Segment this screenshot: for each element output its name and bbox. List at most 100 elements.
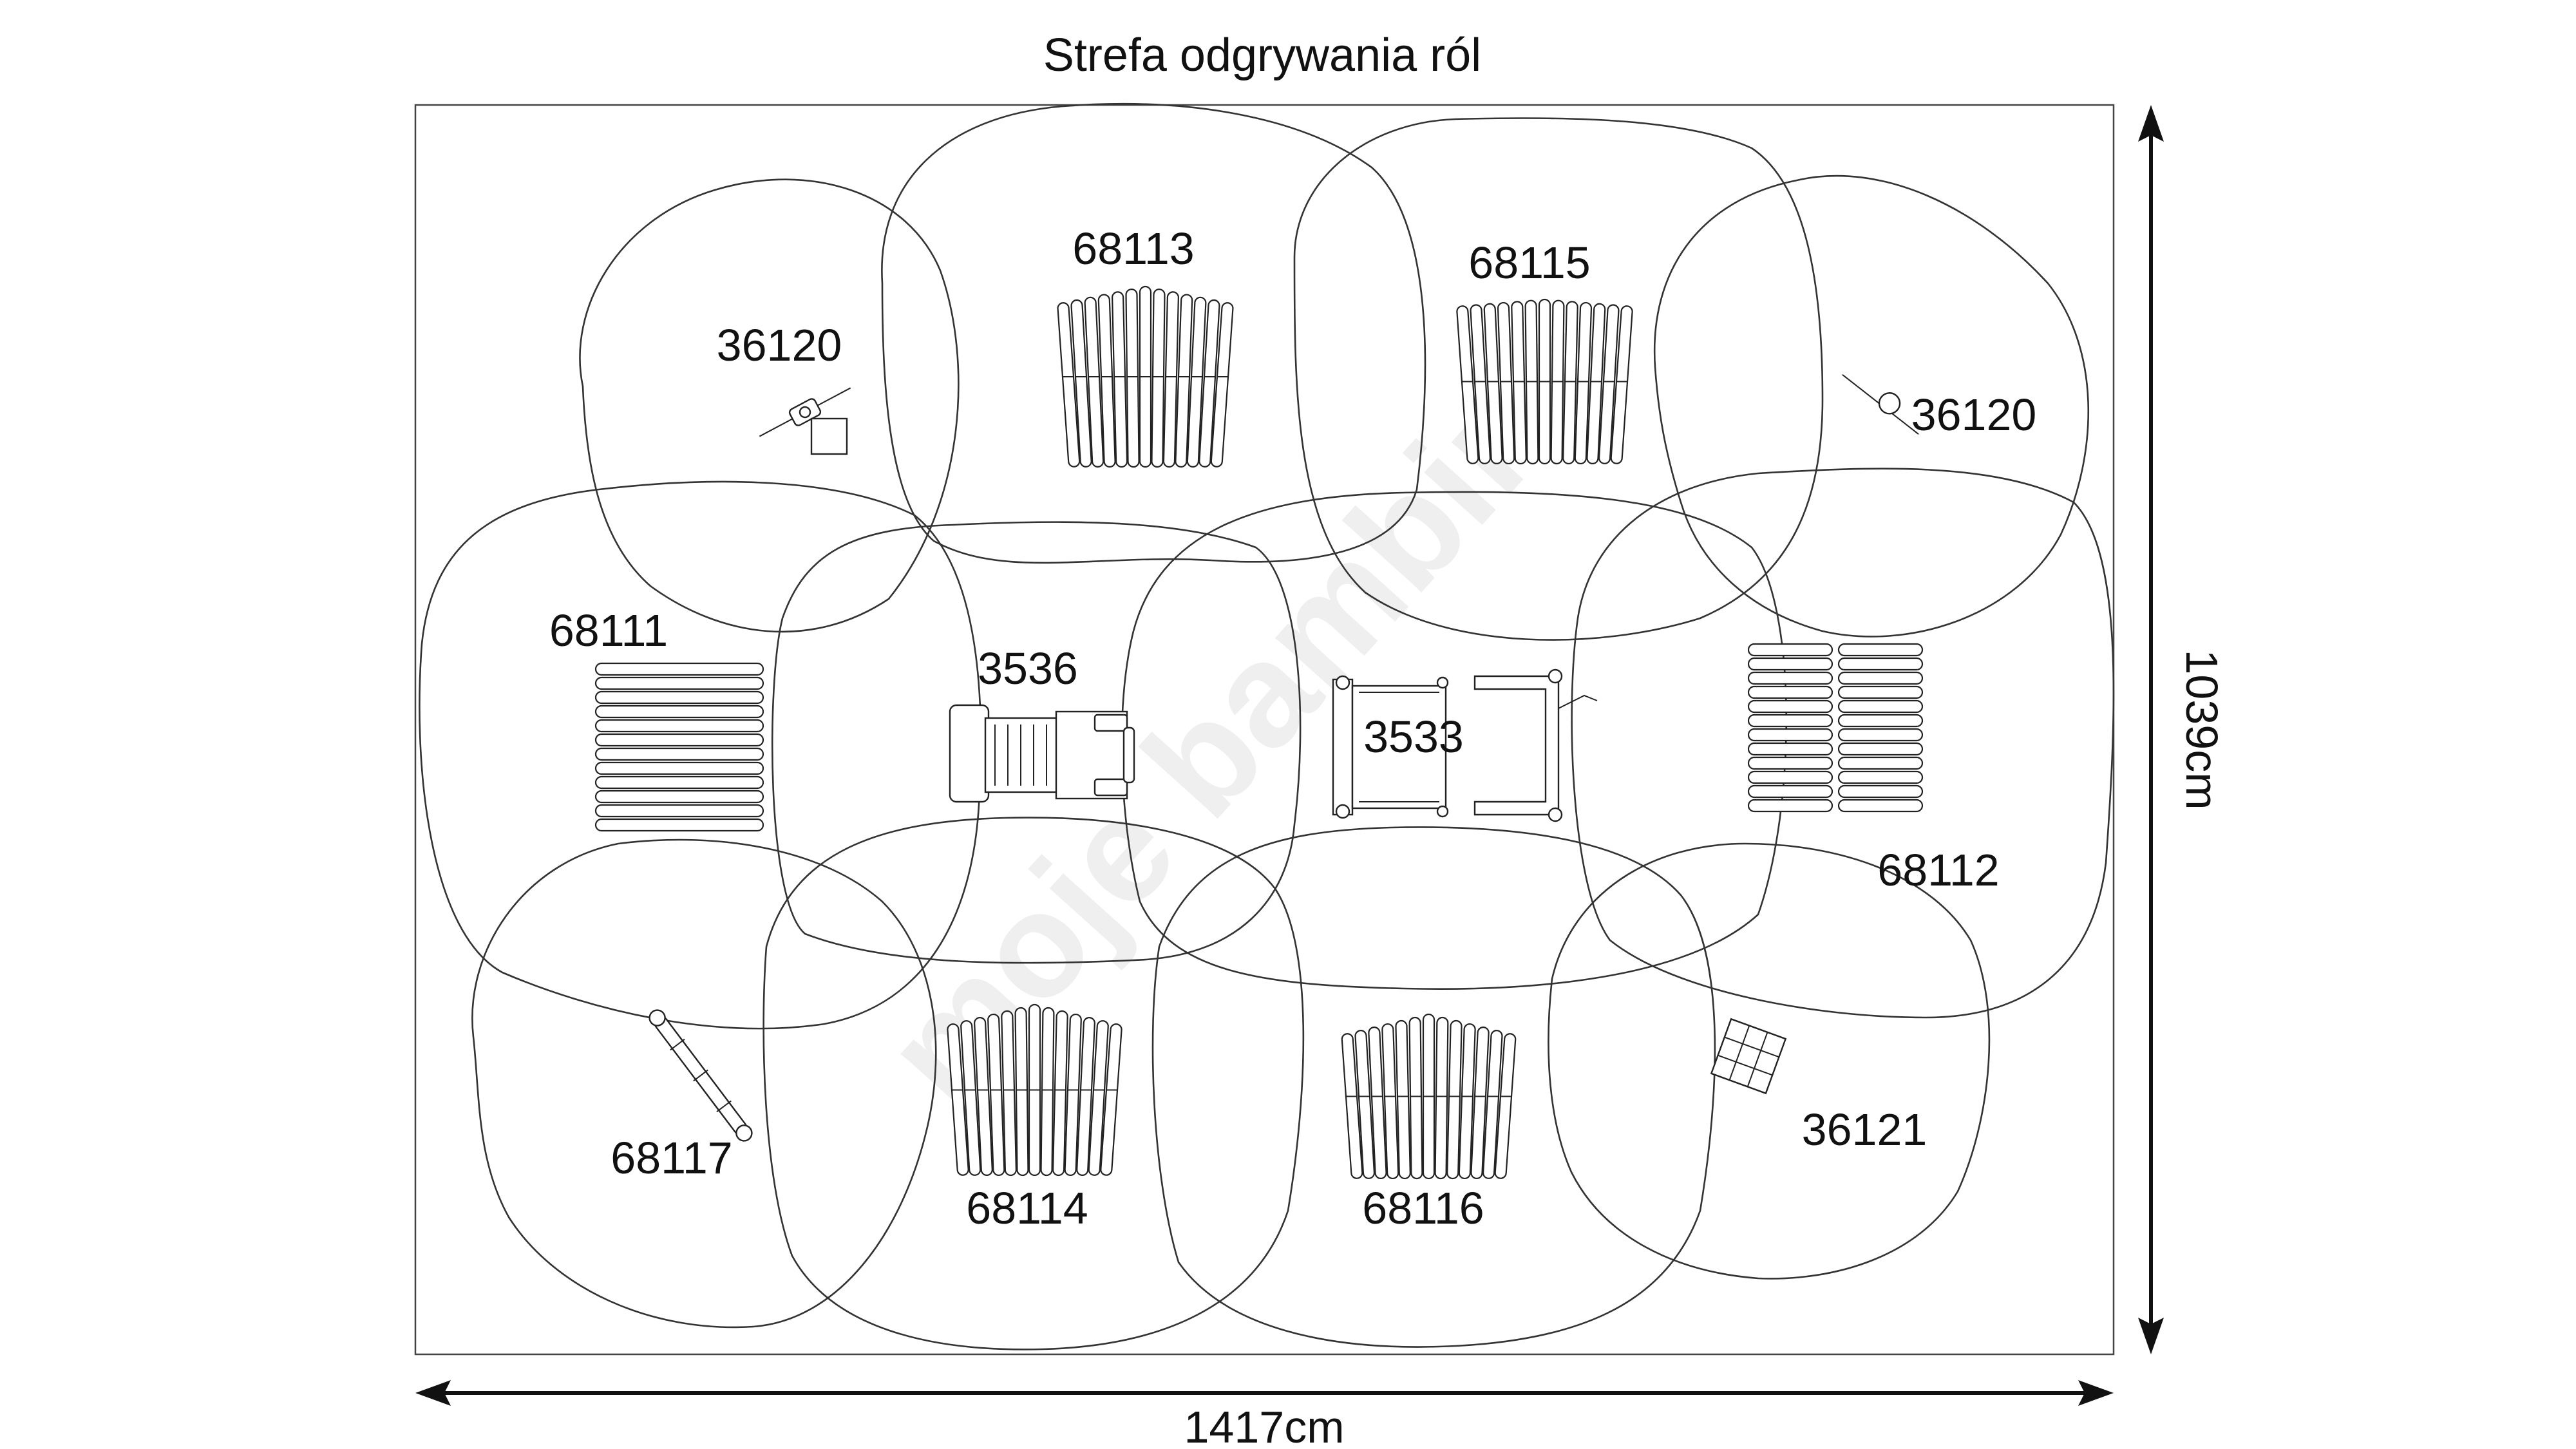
safety-zone-68115 xyxy=(1293,117,1824,641)
plank xyxy=(1511,301,1527,465)
plank xyxy=(594,761,764,775)
safety-zone-68117 xyxy=(471,838,937,1329)
label-68116: 68116 xyxy=(1362,1183,1484,1233)
plank xyxy=(1837,657,1924,671)
plank xyxy=(1175,294,1193,468)
safety-zone-68116 xyxy=(1151,826,1716,1348)
plank xyxy=(1574,301,1593,465)
equipment-68114 xyxy=(947,1003,1122,1177)
height-dimension-arrow xyxy=(2138,105,2164,1354)
equipment-3533 xyxy=(1332,668,1598,822)
width-dimension-arrow xyxy=(415,1380,2114,1406)
equipment-68112 xyxy=(1747,643,1924,813)
plank xyxy=(1747,643,1833,657)
plank xyxy=(1151,289,1166,468)
plank xyxy=(947,1023,969,1176)
plank xyxy=(1084,296,1104,468)
label-68113: 68113 xyxy=(1072,223,1194,274)
plank xyxy=(594,733,764,747)
plank xyxy=(1747,714,1833,728)
safety-zone-36120-tr xyxy=(1653,175,2090,638)
plank xyxy=(1162,291,1179,468)
plank xyxy=(960,1020,981,1176)
safety-zone-68113 xyxy=(881,102,1426,564)
plank xyxy=(1341,1033,1363,1179)
plank xyxy=(1610,305,1633,464)
safety-zone-3533 xyxy=(1121,491,1788,990)
plank xyxy=(1747,770,1833,784)
plank xyxy=(1434,1016,1449,1180)
plank xyxy=(594,719,764,733)
plank xyxy=(594,705,764,719)
plank xyxy=(1368,1027,1387,1179)
plank xyxy=(1837,770,1924,784)
plank xyxy=(1057,302,1081,468)
equipment-68113 xyxy=(1057,285,1234,468)
plank xyxy=(1747,756,1833,770)
plank xyxy=(1747,728,1833,742)
equipment-68115 xyxy=(1456,298,1633,465)
plank xyxy=(1097,294,1116,468)
label-68115: 68115 xyxy=(1468,238,1590,288)
safety-zone-68112 xyxy=(1571,468,2115,1019)
equipment-68116 xyxy=(1341,1013,1517,1180)
plank xyxy=(1747,685,1833,699)
plank xyxy=(1747,671,1833,685)
height-label: 1039cm xyxy=(2177,649,2227,810)
plank xyxy=(1586,303,1606,464)
plank xyxy=(1598,304,1620,464)
plank xyxy=(1186,296,1207,468)
plank xyxy=(1837,728,1924,742)
plank xyxy=(1001,1010,1017,1177)
plank xyxy=(1446,1019,1463,1180)
diagram-title: Strefa odgrywania ról xyxy=(1043,30,1481,81)
equipment-3536 xyxy=(949,704,1135,803)
equipment-68117 xyxy=(649,1009,753,1142)
plank xyxy=(1125,289,1140,468)
plank xyxy=(1052,1010,1068,1177)
plank xyxy=(1210,302,1234,468)
equipment-36121 xyxy=(1710,1018,1787,1095)
plank xyxy=(594,747,764,761)
plank xyxy=(594,676,764,690)
safety-zone-36121 xyxy=(1548,842,1991,1280)
plank xyxy=(1747,657,1833,671)
plank xyxy=(1076,1017,1095,1176)
plank xyxy=(1354,1030,1376,1179)
plank xyxy=(1837,799,1924,813)
plank xyxy=(594,690,764,705)
plank xyxy=(1100,1023,1122,1176)
label-68114: 68114 xyxy=(966,1183,1088,1233)
plank xyxy=(1747,784,1833,799)
plank xyxy=(1112,291,1128,468)
plank xyxy=(1747,742,1833,756)
plank xyxy=(1837,643,1924,657)
equipment-36120-tl xyxy=(759,387,851,455)
label-68112: 68112 xyxy=(1877,845,1999,895)
plank xyxy=(1837,742,1924,756)
plank xyxy=(1837,671,1924,685)
plank xyxy=(1747,799,1833,813)
label-68117: 68117 xyxy=(611,1133,732,1183)
plank xyxy=(1837,699,1924,714)
plank xyxy=(974,1017,993,1176)
plank xyxy=(1198,299,1220,468)
plank xyxy=(1483,303,1503,464)
plank xyxy=(1458,1023,1476,1180)
plank xyxy=(1070,299,1092,468)
plank xyxy=(1837,685,1924,699)
plank xyxy=(1381,1023,1399,1180)
safety-zones xyxy=(419,102,2115,1350)
label-36120-tr: 36120 xyxy=(1911,390,2037,440)
equipment-36120-tr xyxy=(1842,374,1919,435)
plank xyxy=(1747,699,1833,714)
plank xyxy=(1837,714,1924,728)
plank xyxy=(1470,304,1492,464)
safety-zone-36120-tl xyxy=(579,178,960,633)
plank xyxy=(1014,1007,1029,1177)
plank xyxy=(1088,1020,1109,1176)
plank xyxy=(594,775,764,790)
label-3536: 3536 xyxy=(978,643,1078,694)
plank xyxy=(1837,784,1924,799)
plank xyxy=(594,790,764,804)
